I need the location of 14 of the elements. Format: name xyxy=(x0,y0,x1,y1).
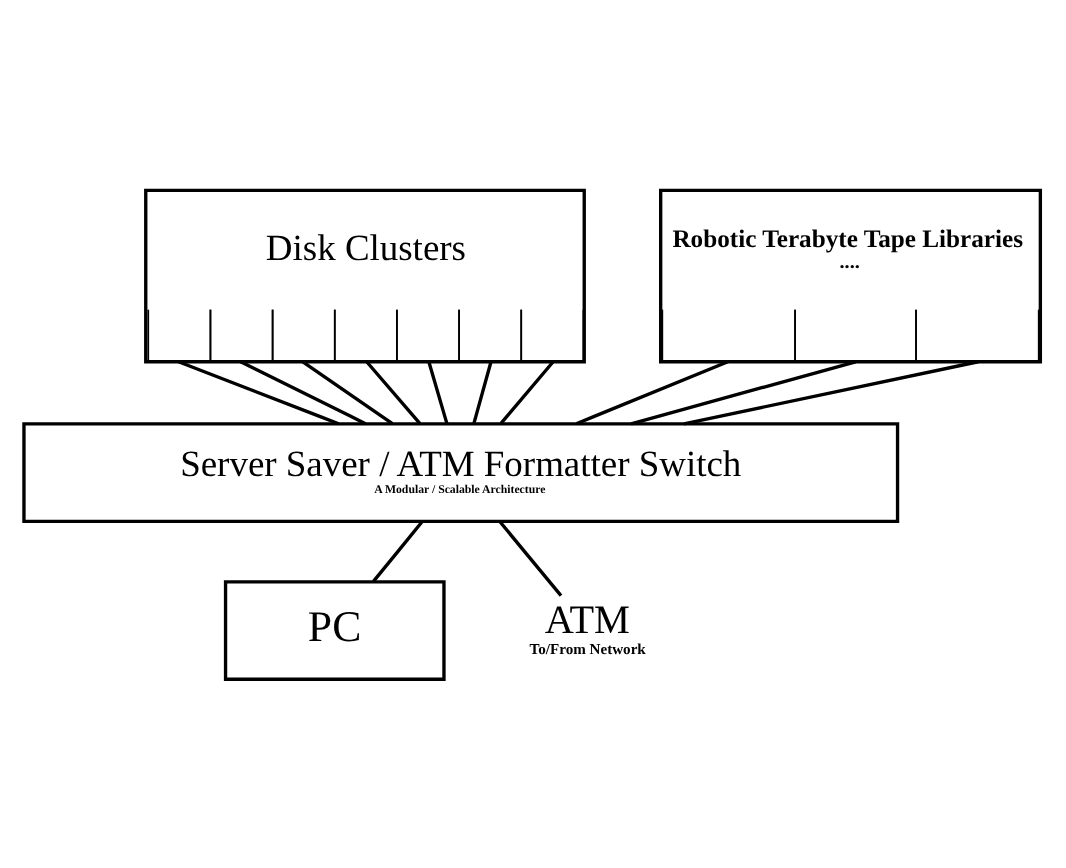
node-box: PC xyxy=(223,580,446,681)
connector xyxy=(372,520,424,583)
connector xyxy=(683,360,979,426)
connector xyxy=(427,361,449,424)
connector xyxy=(498,520,563,597)
connector xyxy=(177,360,340,426)
connector xyxy=(365,360,422,425)
connector xyxy=(239,360,367,426)
connector xyxy=(499,360,555,425)
connector xyxy=(472,361,493,424)
connector xyxy=(301,360,394,426)
node-text: ATM To/From Network xyxy=(529,599,646,658)
connector xyxy=(630,360,856,426)
connector xyxy=(575,360,729,426)
